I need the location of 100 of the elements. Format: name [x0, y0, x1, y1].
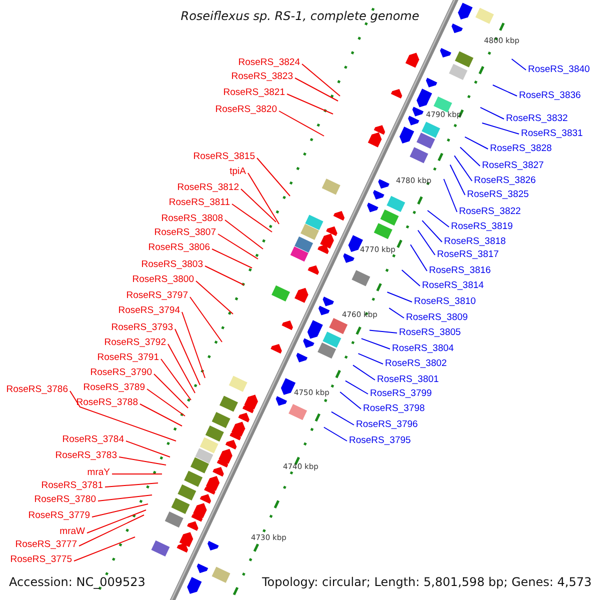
gene-label: RoseRS_3792	[104, 337, 166, 349]
gene-label: RoseRS_3803	[141, 259, 203, 271]
leader-line	[369, 330, 398, 334]
leader-line	[126, 440, 170, 458]
gene-label: RoseRS_3832	[506, 113, 568, 125]
leader-line	[360, 338, 390, 350]
gene-label: RoseRS_3777	[15, 539, 77, 551]
leader-line	[401, 270, 420, 286]
leader-line	[482, 122, 520, 134]
gene-label: RoseRS_3786	[6, 384, 68, 396]
leader-line	[302, 64, 340, 96]
gene-label: RoseRS_3781	[41, 480, 103, 492]
leader-line	[388, 308, 404, 318]
leader-line	[168, 344, 196, 394]
leader-line	[224, 220, 264, 250]
gene-label: RoseRS_3783	[55, 450, 117, 462]
gene-label: tpiA	[230, 166, 246, 178]
gene-label: RoseRS_3821	[223, 87, 285, 99]
leader-line	[422, 220, 442, 242]
gene-label: RoseRS_3798	[363, 403, 425, 415]
gene-label: RoseRS_3784	[62, 434, 124, 446]
leader-line	[511, 58, 526, 70]
gene-label: RoseRS_3780	[34, 494, 96, 506]
leader-line	[464, 136, 488, 150]
gene-label: RoseRS_3808	[161, 213, 223, 225]
gene-label: RoseRS_3805	[399, 327, 461, 339]
gene-label: RoseRS_3799	[370, 388, 432, 400]
leader-line	[330, 411, 354, 426]
leader-line	[352, 364, 376, 380]
gene-label: RoseRS_3796	[356, 419, 418, 431]
gene-label: RoseRS_3816	[429, 265, 491, 277]
gene-label: RoseRS_3840	[528, 64, 590, 76]
gene-label: RoseRS_3802	[385, 358, 447, 370]
gene-label: RoseRS_3831	[521, 128, 583, 140]
leader-line	[460, 146, 480, 166]
gene-label: RoseRS_3811	[168, 197, 230, 209]
leader-line	[248, 172, 280, 224]
leader-line	[86, 510, 146, 534]
gene-label: RoseRS_3822	[459, 206, 521, 218]
gene-label: RoseRS_3775	[10, 554, 72, 566]
gene-label: RoseRS_3795	[349, 435, 411, 447]
leader-line	[204, 266, 244, 286]
leader-line	[146, 388, 186, 416]
gene-label: RoseRS_3825	[467, 189, 529, 201]
gene-label: mraW	[60, 526, 85, 538]
leader-line	[443, 178, 458, 212]
leader-line	[118, 456, 166, 466]
leader-line	[70, 390, 176, 442]
leader-line	[190, 296, 222, 342]
leader-line	[74, 536, 136, 562]
gene-label: RoseRS_3809	[406, 312, 468, 324]
leader-line	[492, 84, 518, 96]
gene-label: RoseRS_3820	[215, 104, 277, 116]
map-title: Roseiflexus sp. RS-1, complete genome	[180, 9, 420, 23]
leader-line	[218, 234, 258, 260]
leader-line	[358, 353, 384, 364]
leader-line	[196, 280, 234, 314]
leader-line	[212, 248, 252, 268]
leader-line	[344, 380, 368, 394]
gene-label: RoseRS_3823	[231, 71, 293, 83]
leader-line	[174, 328, 200, 386]
leader-line	[256, 158, 290, 196]
leader-line	[454, 155, 472, 182]
leader-line	[286, 94, 334, 114]
gene-label: RoseRS_3836	[519, 90, 581, 102]
gene-label: RoseRS_3806	[148, 242, 210, 254]
leader-line	[294, 78, 338, 102]
gene-label: RoseRS_3804	[392, 343, 454, 355]
gene-label: RoseRS_3788	[76, 397, 138, 409]
gene-label: RoseRS_3824	[238, 57, 300, 69]
gene-label: RoseRS_3801	[377, 374, 439, 386]
leader-line	[450, 164, 466, 196]
leader-line	[323, 426, 348, 442]
leader-line	[92, 504, 148, 518]
gene-label: RoseRS_3797	[126, 290, 188, 302]
gene-label: RoseRS_3790	[90, 367, 152, 379]
leader-line	[278, 110, 324, 136]
gene-label: RoseRS_3815	[193, 151, 255, 163]
footer-note: Topology: circular; Length: 5,801,598 bp; Genes: 4,573	[262, 575, 592, 589]
leader-line	[232, 204, 272, 232]
gene-label: RoseRS_3789	[83, 382, 145, 394]
leader-line	[427, 210, 450, 228]
gene-label: RoseRS_3818	[444, 236, 506, 248]
leader-line	[104, 482, 158, 488]
leader-line	[160, 358, 192, 400]
footer-note: Accession: NC_009523	[9, 575, 146, 589]
gene-label: RoseRS_3810	[414, 296, 476, 308]
gene-label: RoseRS_3800	[132, 274, 194, 286]
leader-line	[240, 188, 276, 222]
gene-label: RoseRS_3812	[177, 182, 239, 194]
gene-label: RoseRS_3793	[111, 322, 173, 334]
gene-label: RoseRS_3791	[97, 352, 159, 364]
leader-line	[182, 312, 206, 378]
leader-line	[140, 404, 182, 426]
leader-line	[386, 292, 412, 302]
leader-line	[410, 244, 428, 272]
gene-label: RoseRS_3826	[474, 175, 536, 187]
leader-line	[480, 106, 504, 120]
gene-label: RoseRS_3819	[451, 221, 513, 233]
gene-label: RoseRS_3794	[118, 305, 180, 317]
